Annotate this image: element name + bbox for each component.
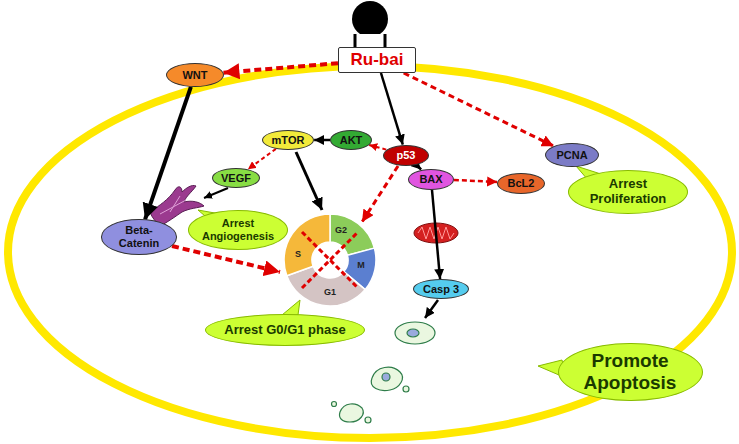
pathway-node: Beta-Catenin [101,219,177,255]
node-label: Arrest G0/G1 phase [224,323,345,338]
pathway-arrow [172,152,438,318]
callout-tail [198,166,604,378]
callout-bubble: Arrest Angiogenesis [188,210,289,250]
pathway-arrow [404,73,554,146]
node-label: WNT [182,69,207,82]
callout-bubble: Arrest G0/G1 phase [205,314,365,346]
pathway-node: AKT [330,130,372,150]
phase-label: G1 [324,288,336,297]
node-label: BcL2 [508,177,535,190]
node-label: p53 [397,149,416,162]
pathway-arrow [314,139,330,142]
pathway-arrow [145,87,191,220]
cell-membrane [8,66,732,438]
pathway-arrow [454,180,497,182]
pathway-node: BAX [408,169,454,190]
pathway-arrow [248,149,276,169]
phase-label: S [295,250,301,259]
drug-box: Ru-bai [338,47,416,73]
pathway-node: mTOR [262,130,314,150]
pathway-node: p53 [383,145,429,166]
node-label: BAX [419,173,442,186]
pathway-node: PCNA [545,143,599,167]
node-label: Beta-Catenin [114,224,164,249]
node-label: Ru-bai [351,50,404,70]
node-label: Promote Apoptosis [580,350,680,394]
cell-cycle [284,214,376,306]
pathway-node: VEGF [212,168,260,188]
node-label: PCNA [556,149,587,162]
callout-bubble: Promote Apoptosis [558,343,703,402]
receptor-head [352,1,388,37]
node-label: Arrest Proliferation [586,177,670,207]
node-label: Arrest Angiogenesis [201,217,275,242]
callout-bubble: Arrest Proliferation [568,170,688,214]
pathway-node: BcL2 [497,173,545,194]
block-cross [302,232,358,288]
pathway-arrow [416,164,421,169]
phase-label: M [357,261,365,270]
pathway-arrow [223,63,338,72]
pathway-arrow [369,145,386,150]
pathway-arrow [381,73,403,145]
pathway-node: WNT [166,63,224,87]
node-label: AKT [340,134,363,147]
node-label: VEGF [221,172,251,185]
phase-label: G2 [335,226,347,235]
pathway-arrow [432,189,440,279]
node-label: Casp 3 [423,283,459,296]
pathway-node: Casp 3 [413,279,470,299]
node-label: mTOR [272,134,305,147]
